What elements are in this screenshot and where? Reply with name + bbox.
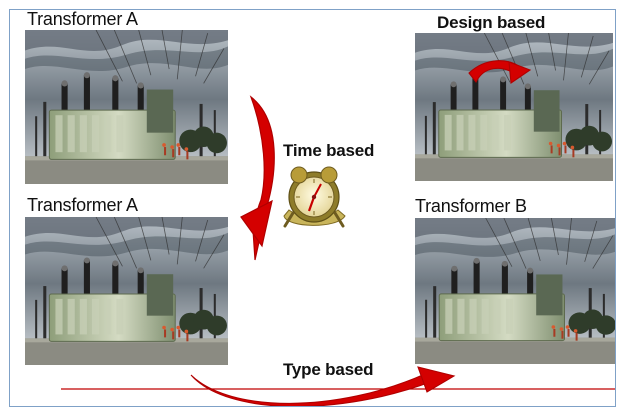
diagram-overlay xyxy=(61,60,615,406)
time-based-arrowhead xyxy=(240,199,273,248)
alarm-clock-icon xyxy=(283,166,346,228)
label-time-based: Time based xyxy=(283,141,375,160)
photo-transformer-a-bottom xyxy=(25,217,228,365)
label-transformer-b: Transformer B xyxy=(415,196,527,216)
type-based-arrow xyxy=(190,373,435,406)
label-transformer-a-bottom: Transformer A xyxy=(27,195,138,215)
type-based-arrowhead xyxy=(417,366,456,393)
design-based-arrowhead xyxy=(508,61,532,84)
label-type-based: Type based xyxy=(283,360,374,379)
photo-transformer-b xyxy=(415,218,615,364)
label-design-based: Design based xyxy=(437,13,546,32)
label-transformer-a-top: Transformer A xyxy=(27,9,138,29)
photo-design-based xyxy=(415,33,613,181)
diagram-frame: Transformer A Transformer A Transformer … xyxy=(9,9,616,407)
photo-transformer-a-top xyxy=(25,30,228,184)
